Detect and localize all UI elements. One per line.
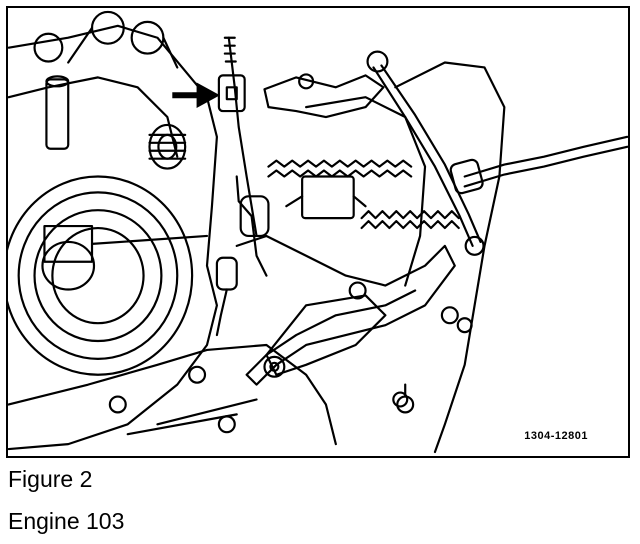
filler-neck-top <box>45 75 70 88</box>
bolt-center-2 <box>440 306 459 325</box>
spring-upper-b <box>267 169 413 178</box>
right-engine-panel <box>305 96 427 287</box>
bolt-center-1 <box>348 281 367 300</box>
air-intake-ring-2 <box>33 209 163 343</box>
rod-clevis-inner <box>225 86 238 101</box>
spring-lower-b <box>360 210 460 220</box>
valve-cover-detail <box>8 76 179 158</box>
engine-caption: Engine 103 <box>8 508 125 534</box>
rod-top-thread <box>223 36 237 63</box>
throttle-bracket <box>235 234 456 386</box>
air-intake-ring-3 <box>51 226 145 325</box>
spring-upper <box>267 159 413 168</box>
air-intake-rod <box>90 234 209 245</box>
figure-caption: Figure 2 <box>8 466 93 492</box>
air-intake-ring-1 <box>17 191 179 360</box>
threaded-fitting-inner <box>157 133 178 160</box>
upper-bracket-bolt <box>298 73 315 90</box>
bolt-lower-left-2 <box>108 395 127 414</box>
lower-rod <box>215 288 228 337</box>
diagonal-link-1 <box>372 66 474 247</box>
upper-linkage-bracket <box>263 74 385 119</box>
lower-rod-end <box>215 256 238 291</box>
ball-joint-top <box>366 50 389 73</box>
figure-illustration: 1304-12801 <box>6 6 630 458</box>
accelerator-cable <box>463 135 628 178</box>
pointer-arrow <box>172 82 220 108</box>
air-intake-hub <box>41 240 96 291</box>
cylinder-top-3 <box>33 32 64 63</box>
throttle-pivot <box>263 355 286 378</box>
engine-block-outline <box>8 24 218 451</box>
part-number: 1304-12801 <box>524 430 588 442</box>
right-engine-body <box>394 61 506 454</box>
engine-throttle-linkage-drawing <box>8 10 628 454</box>
rod-clevis <box>217 74 246 113</box>
control-rod <box>227 36 258 238</box>
bolt-right-2 <box>456 317 473 334</box>
fitting-threads <box>148 133 187 160</box>
throttle-body-box <box>301 175 355 220</box>
lower-housing <box>8 343 337 446</box>
cable-sleeve <box>449 158 484 195</box>
ball-joint-socket <box>239 195 270 238</box>
bolt-lower-left-1 <box>188 365 207 384</box>
accelerator-cable-b <box>463 145 628 188</box>
air-intake-disk <box>8 175 194 376</box>
bolt-lower-left-3 <box>217 415 236 434</box>
ball-joint-bottom <box>464 235 485 256</box>
cylinder-connector <box>67 26 179 69</box>
threaded-fitting <box>148 123 187 170</box>
diagonal-link-2 <box>380 64 482 244</box>
bolt-center-3 <box>392 391 409 408</box>
ball-joint-arm <box>235 175 268 277</box>
throttle-body-shaft <box>285 195 367 208</box>
lower-rib <box>126 398 258 436</box>
spring-lower <box>360 220 460 230</box>
filler-neck <box>45 78 70 150</box>
throttle-pivot-inner <box>269 361 280 372</box>
